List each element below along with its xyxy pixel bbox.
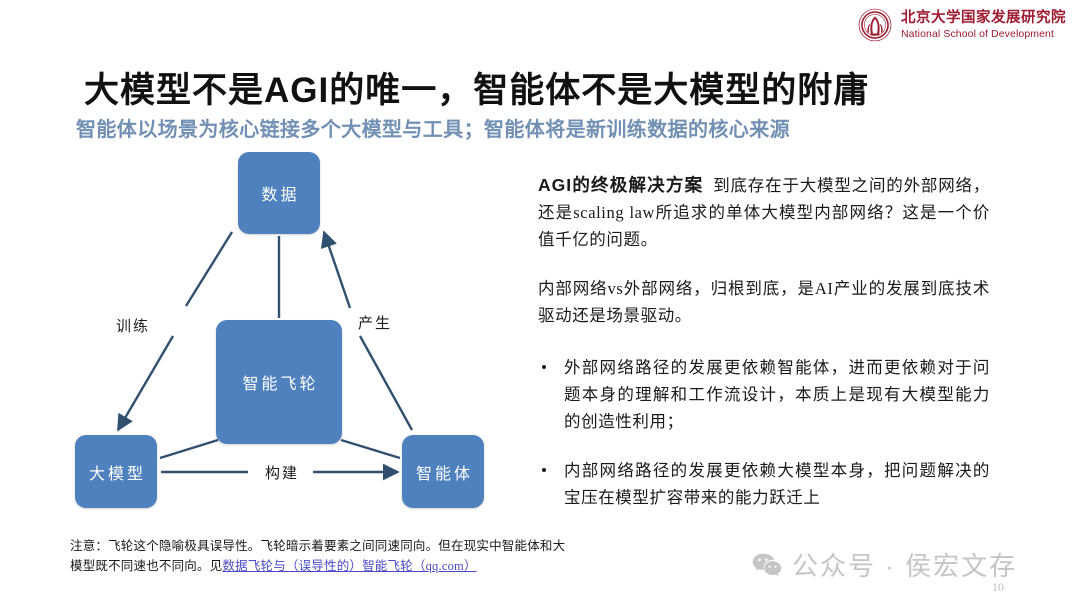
edge-train-lower	[116, 335, 175, 432]
slide-subtitle: 智能体以场景为核心链接多个大模型与工具；智能体将是新训练数据的核心来源	[76, 119, 790, 141]
list-item: 外部网络路径的发展更依赖智能体，进而更依赖对于问题本身的理解和工作流设计，本质上…	[538, 354, 990, 435]
flywheel-diagram: 数据 智能飞轮 大模型 智能体 训练 产生 构建	[60, 140, 530, 525]
footnote: 注意：飞轮这个隐喻极具误导性。飞轮暗示着要素之间同速同向。但在现实中智能体和大模…	[70, 536, 570, 576]
edge-label-train: 训练	[116, 319, 151, 335]
edge-label-build: 构建	[265, 466, 300, 482]
bullet-list: 外部网络路径的发展更依赖智能体，进而更依赖对于问题本身的理解和工作流设计，本质上…	[538, 354, 990, 511]
list-item-text: 外部网络路径的发展更依赖智能体，进而更依赖对于问题本身的理解和工作流设计，本质上…	[564, 358, 990, 431]
diagram-node-agent[interactable]: 智能体	[402, 435, 484, 508]
diagram-node-flywheel[interactable]: 智能飞轮	[216, 320, 342, 444]
edge-produce-lower	[358, 335, 414, 431]
diagram-node-data[interactable]: 数据	[238, 152, 320, 234]
institution-logo-text: 北京大学国家发展研究院 National School of Developme…	[901, 10, 1066, 40]
institution-name-cn: 北京大学国家发展研究院	[901, 10, 1066, 27]
institution-name-en: National School of Development	[901, 27, 1055, 40]
lead-body: 到底存在于大模型之间的外部网络，还是scaling law所追求的单体大模型内部…	[538, 176, 990, 249]
watermark-text: 公众号 · 侯宏文存	[792, 551, 1018, 581]
slide-title: 大模型不是AGI的唯一，智能体不是大模型的附庸	[84, 71, 870, 110]
page-number: 10	[992, 580, 1004, 594]
edge-label-produce: 产生	[358, 316, 393, 332]
institution-logo: 北京大学国家发展研究院 National School of Developme…	[858, 8, 1066, 42]
list-item-text: 内部网络路径的发展更依赖大模型本身，把问题解决的宝压在模型扩容带来的能力跃迁上	[564, 461, 990, 507]
bullet-dot-icon	[542, 365, 546, 369]
edge-flywheel-agent	[340, 438, 401, 460]
bullet-dot-icon	[542, 468, 546, 472]
second-paragraph: 内部网络vs外部网络，归根到底，是AI产业的发展到底技术驱动还是场景驱动。	[538, 279, 990, 325]
diagram-connectors	[116, 230, 414, 481]
edge-train-upper	[184, 231, 234, 307]
peking-university-seal-icon	[858, 8, 892, 42]
list-item: 内部网络路径的发展更依赖大模型本身，把问题解决的宝压在模型扩容带来的能力跃迁上	[538, 457, 990, 511]
body-text-column: AGI的终极解决方案 到底存在于大模型之间的外部网络，还是scaling law…	[538, 172, 990, 511]
footnote-link[interactable]: 数据飞轮与（误导性的）智能飞轮（qq.com）	[222, 559, 477, 573]
wechat-icon	[752, 553, 782, 576]
lead-heading: AGI的终极解决方案	[538, 175, 704, 195]
edge-flywheel-llm	[159, 438, 219, 460]
diagram-node-llm[interactable]: 大模型	[75, 435, 157, 508]
edge-produce-upper	[320, 230, 352, 309]
footnote-text: 注意：飞轮这个隐喻极具误导性。飞轮暗示着要素之间同速同向。但在现实中智能体和大模…	[70, 539, 566, 573]
wechat-watermark: 公众号 · 侯宏文存	[752, 546, 1017, 583]
lead-paragraph: AGI的终极解决方案 到底存在于大模型之间的外部网络，还是scaling law…	[538, 172, 990, 253]
